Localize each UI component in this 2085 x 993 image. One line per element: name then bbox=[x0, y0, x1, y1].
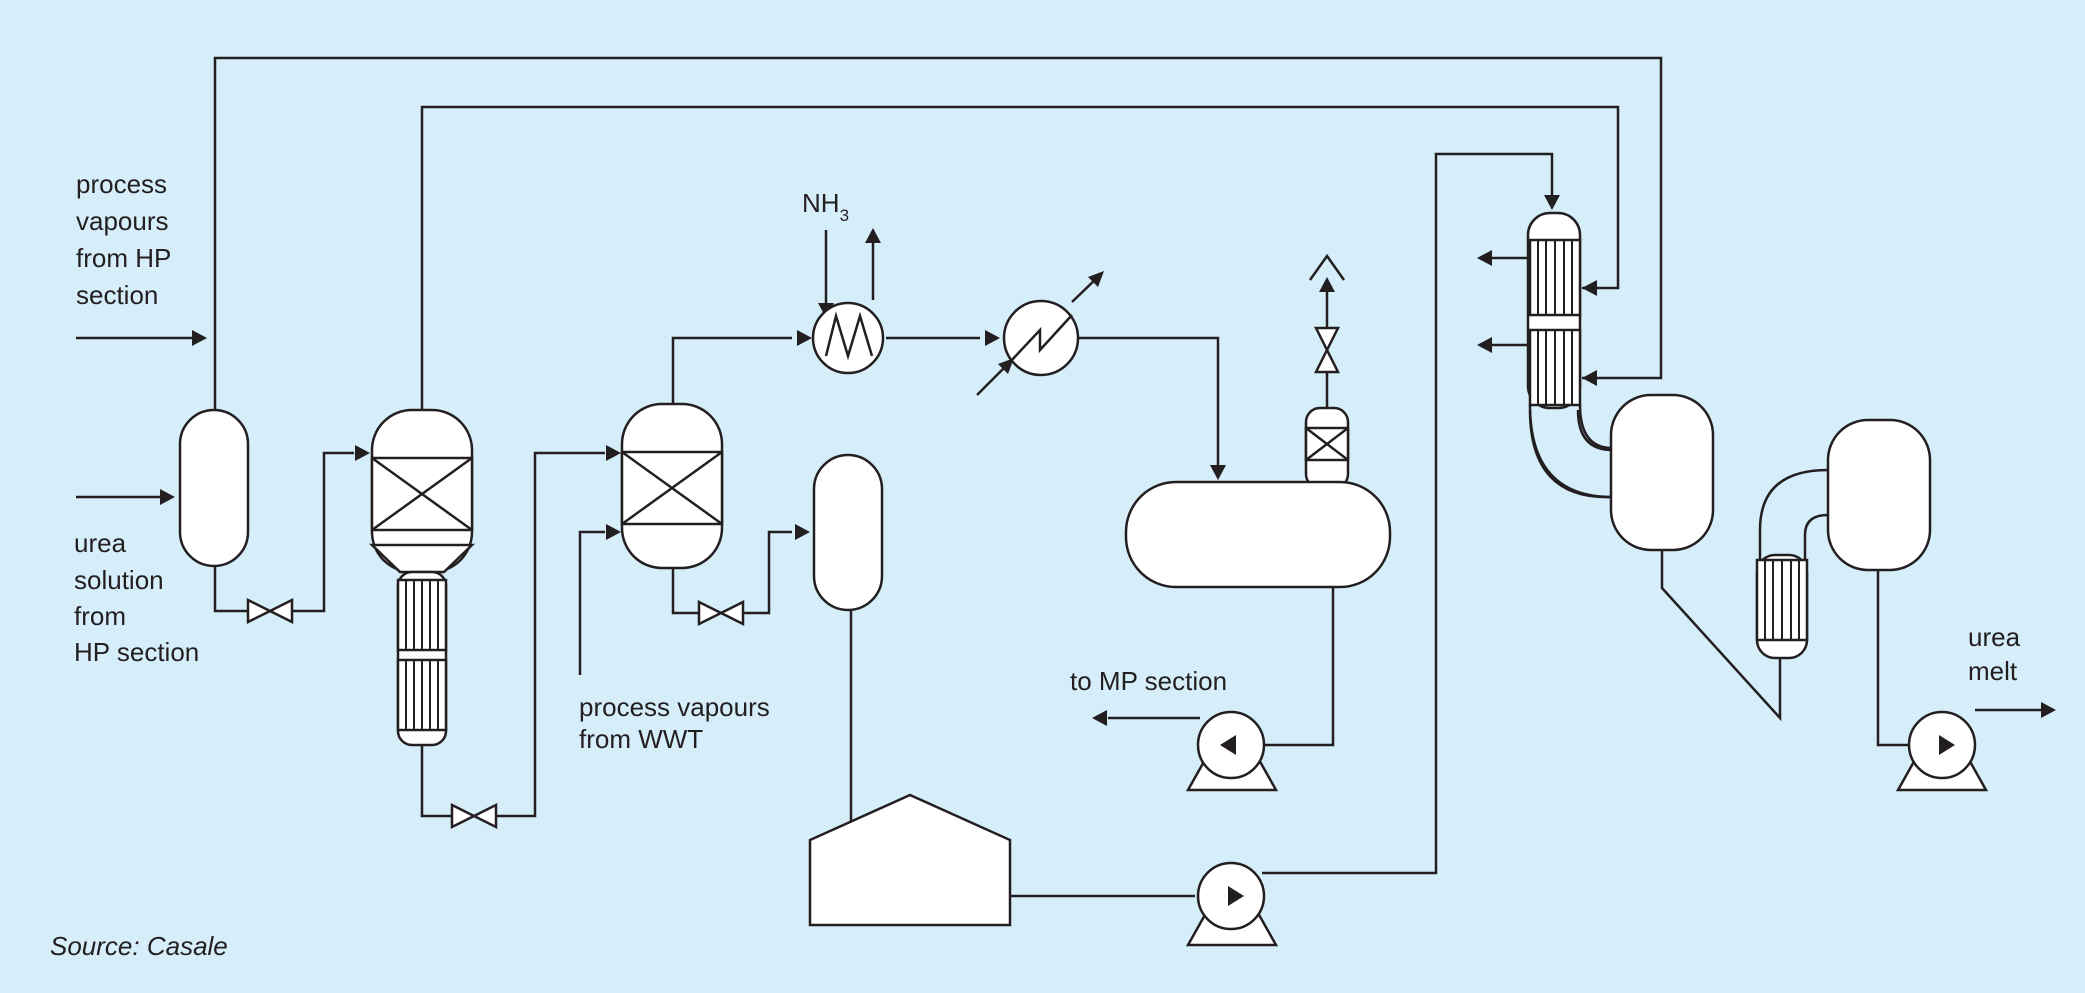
arrow-stripper-upper-in bbox=[1582, 280, 1597, 296]
hp-separator-vessel bbox=[178, 408, 250, 568]
arrow-stripper-feed bbox=[1544, 195, 1560, 210]
stripper-evaporator bbox=[1526, 211, 1613, 499]
arrow-urea-solution bbox=[160, 489, 175, 505]
pump-mp[interactable] bbox=[1185, 710, 1279, 792]
reactor-overhead-line bbox=[420, 105, 1620, 410]
pump-urea-melt[interactable] bbox=[1895, 710, 1989, 792]
separator2-outlet-line bbox=[1876, 570, 1910, 747]
exchanger-to-tank-line bbox=[1078, 336, 1220, 468]
arrow-reactor-inlet bbox=[355, 445, 370, 461]
top-recycle-line bbox=[213, 56, 1663, 410]
arrow-exchanger-inlet bbox=[985, 330, 1000, 346]
separator-1 bbox=[1609, 393, 1715, 552]
arrow-vent bbox=[1319, 277, 1335, 292]
valve-3[interactable] bbox=[697, 599, 745, 627]
arrow-nh3-out bbox=[865, 228, 881, 243]
storage-tank bbox=[808, 793, 1012, 927]
column2-bottom-line bbox=[671, 530, 792, 615]
arrow-stripper-lower-in bbox=[1582, 370, 1597, 386]
valve-1[interactable] bbox=[246, 597, 294, 625]
arrow-hp-vapours bbox=[192, 330, 207, 346]
vent-cap bbox=[1308, 253, 1346, 281]
reactor-bottom-line bbox=[420, 451, 605, 818]
to-mp-label: to MP section bbox=[1070, 666, 1227, 696]
arrow-to-mp bbox=[1092, 710, 1107, 726]
tank-outlet-line bbox=[1262, 587, 1335, 747]
nh3-condenser bbox=[811, 301, 885, 375]
hp-reactor-column bbox=[368, 408, 476, 747]
urea-melt-label: urea melt bbox=[1968, 622, 2027, 686]
arrow-column2-inlet bbox=[606, 445, 621, 461]
wwt-vapours-label: process vapours from WWT bbox=[579, 692, 777, 754]
valve-2[interactable] bbox=[450, 802, 498, 830]
arrow-tall-vessel-inlet bbox=[795, 524, 810, 540]
vessel1-outlet-line bbox=[213, 451, 354, 613]
separator-2 bbox=[1826, 418, 1932, 572]
piping bbox=[76, 56, 2052, 898]
absorber-column bbox=[620, 402, 724, 570]
evaporator-2 bbox=[1755, 468, 1829, 660]
separator1-outlet-line bbox=[1660, 550, 1782, 722]
arrow-urea-melt bbox=[2041, 702, 2056, 718]
arrow-condenser1-inlet bbox=[797, 330, 812, 346]
stripper-feed-line bbox=[1262, 152, 1554, 875]
urea-solution-label: urea solution from HP section bbox=[74, 528, 199, 667]
vent-valve[interactable] bbox=[1313, 326, 1341, 374]
arrow-offgas-2 bbox=[1477, 337, 1492, 353]
source-caption: Source: Casale bbox=[50, 931, 228, 961]
horizontal-tank bbox=[1124, 406, 1392, 589]
column2-overhead-line bbox=[671, 336, 792, 404]
arrow-tank-inlet bbox=[1210, 465, 1226, 480]
tall-vessel bbox=[812, 453, 884, 612]
nh3-label: NH3 bbox=[802, 188, 849, 225]
pump-storage[interactable] bbox=[1185, 861, 1279, 947]
arrow-utility-out bbox=[1088, 271, 1104, 287]
arrowheads bbox=[160, 195, 2056, 726]
wwt-vapours-line bbox=[578, 530, 605, 675]
arrow-wwt-inlet bbox=[606, 524, 621, 540]
arrow-offgas-1 bbox=[1477, 250, 1492, 266]
hp-vapours-label: process vapours from HP section bbox=[76, 169, 178, 310]
heat-exchanger bbox=[1002, 299, 1080, 377]
